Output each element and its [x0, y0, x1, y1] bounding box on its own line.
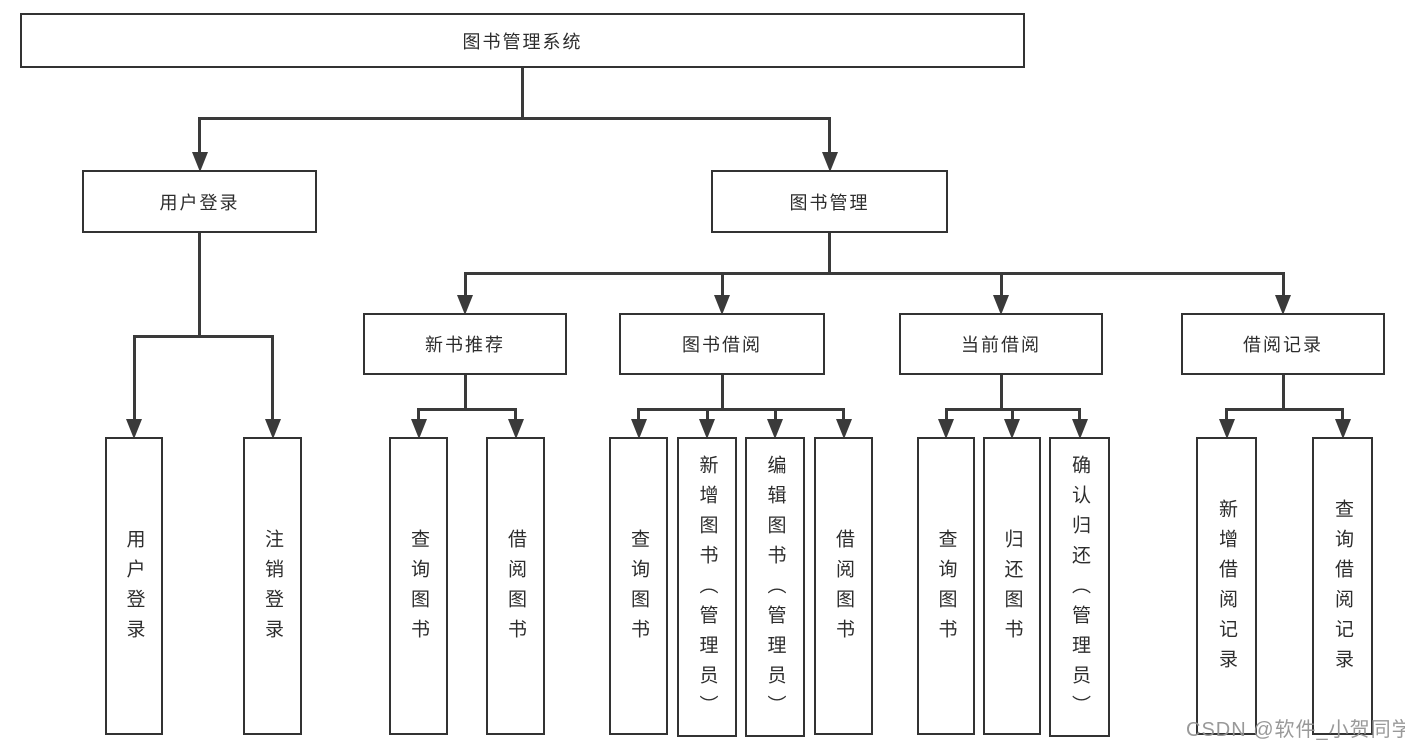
arrowhead-down-icon [1275, 295, 1291, 315]
arrowhead-down-icon [507, 419, 524, 439]
connector-line [828, 232, 831, 275]
arrowhead-down-icon [767, 419, 783, 439]
arrowhead-down-icon [699, 419, 715, 439]
node-bb-add: 新增图书（管理员） [677, 437, 737, 737]
node-current-borrow: 当前借阅 [899, 313, 1103, 375]
connector-line [1225, 408, 1228, 421]
node-root: 图书管理系统 [20, 13, 1025, 68]
node-bb-query: 查询图书 [609, 437, 668, 735]
connector-line [705, 408, 709, 421]
connector-line [1078, 408, 1081, 421]
arrowhead-down-icon [126, 419, 142, 439]
arrowhead-down-icon [993, 295, 1009, 315]
node-cb-query: 查询图书 [917, 437, 975, 735]
node-nbr-borrow: 借阅图书 [486, 437, 545, 735]
arrowhead-down-icon [1004, 419, 1020, 439]
node-borrow-record: 借阅记录 [1181, 313, 1385, 375]
connector-line [198, 117, 831, 120]
connector-line [999, 374, 1003, 411]
arrowhead-down-icon [630, 419, 647, 439]
connector-line [944, 408, 948, 421]
connector-line [132, 335, 274, 338]
connector-line [1010, 408, 1014, 421]
connector-line [132, 335, 136, 421]
arrowhead-down-icon [835, 419, 852, 439]
connector-line [417, 408, 517, 411]
arrowhead-down-icon [457, 295, 473, 315]
arrowhead-down-icon [1218, 419, 1235, 439]
arrowhead-down-icon [264, 419, 281, 439]
connector-line [773, 408, 777, 421]
node-nbr-query: 查询图书 [389, 437, 448, 735]
connector-line [1281, 272, 1285, 297]
connector-line [1341, 408, 1344, 421]
arrowhead-down-icon [1334, 419, 1351, 439]
arrowhead-down-icon [1071, 419, 1088, 439]
connector-line [463, 374, 467, 411]
arrowhead-down-icon [410, 419, 427, 439]
node-cb-return: 归还图书 [983, 437, 1041, 735]
connector-line [999, 272, 1003, 297]
node-user-login-v: 用户登录 [105, 437, 163, 735]
arrowhead-down-icon [191, 152, 208, 172]
node-book-borrow: 图书借阅 [619, 313, 825, 375]
node-new-book-rec: 新书推荐 [363, 313, 567, 375]
connector-line [1225, 408, 1344, 411]
watermark: CSDN @软件_小贺同学 [1186, 719, 1405, 741]
connector-line [720, 272, 724, 297]
node-bb-edit: 编辑图书（管理员） [745, 437, 805, 737]
node-cb-confirm: 确认归还（管理员） [1049, 437, 1110, 737]
node-br-query: 查询借阅记录 [1312, 437, 1373, 735]
node-br-add: 新增借阅记录 [1196, 437, 1257, 735]
connector-line [1281, 374, 1285, 411]
connector-line [198, 232, 201, 338]
connector-line [637, 408, 640, 421]
connector-line [463, 272, 467, 297]
node-bb-borrow: 借阅图书 [814, 437, 873, 735]
node-book-mgmt: 图书管理 [711, 170, 948, 233]
arrowhead-down-icon [714, 295, 730, 315]
connector-line [828, 117, 831, 154]
connector-line [521, 67, 524, 120]
connector-line [842, 408, 845, 421]
connector-line [417, 408, 420, 421]
node-logout-v: 注销登录 [243, 437, 302, 735]
connector-line [637, 408, 845, 411]
connector-line [271, 335, 274, 421]
connector-line [514, 408, 517, 421]
connector-line [720, 374, 724, 411]
node-user-login: 用户登录 [82, 170, 317, 233]
arrowhead-down-icon [821, 152, 838, 172]
connector-line [463, 272, 1285, 275]
connector-line [198, 117, 201, 154]
arrowhead-down-icon [938, 419, 954, 439]
